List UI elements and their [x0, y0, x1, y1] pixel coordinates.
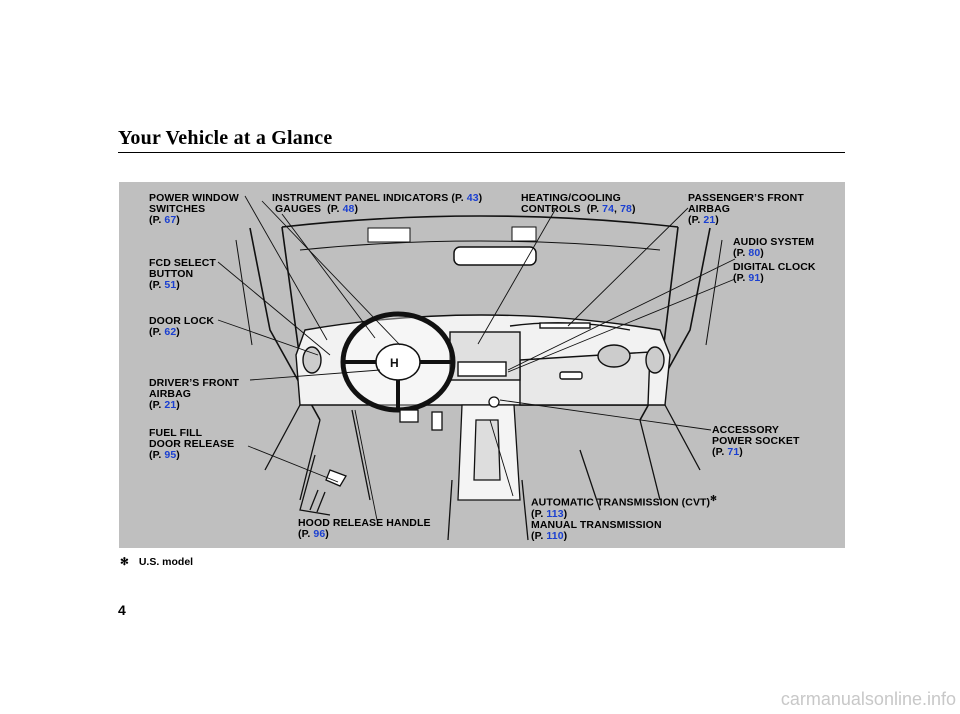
us-model-marker: ✻: [710, 494, 717, 503]
page-link[interactable]: 67: [164, 214, 177, 226]
title-rule: [118, 152, 845, 153]
callout-driver-airbag: DRIVER’S FRONT AIRBAG (P. 21): [149, 377, 240, 411]
callout-accessory-power-socket: ACCESSORY POWER SOCKET (P. 71): [712, 424, 800, 458]
callout-hood-release: HOOD RELEASE HANDLE (P. 96): [298, 517, 431, 540]
callout-label: DOOR RELEASE: [149, 438, 235, 450]
rearview-mirror: [453, 246, 537, 266]
callout-label: DRIVER’S FRONT: [149, 377, 240, 389]
callout-label: POWER SOCKET: [712, 435, 800, 447]
callout-label: HOOD RELEASE HANDLE: [298, 517, 431, 529]
callout-passenger-airbag: PASSENGER’S FRONT AIRBAG (P. 21): [688, 192, 804, 226]
page-link[interactable]: 91: [748, 272, 761, 284]
page-link[interactable]: 96: [313, 528, 326, 540]
callout-label: FUEL FILL: [149, 427, 203, 439]
callout-label: FCD SELECT: [149, 257, 216, 269]
callout-label: AUTOMATIC TRANSMISSION (CVT): [531, 496, 711, 509]
callout-label: DIGITAL CLOCK: [733, 261, 816, 273]
page-link[interactable]: 95: [164, 449, 177, 461]
page-link[interactable]: 43: [466, 192, 479, 204]
footnote: ✻ U.S. model: [120, 556, 193, 568]
page-link[interactable]: 62: [164, 326, 177, 338]
page-link[interactable]: 51: [164, 279, 177, 291]
callout-label: CONTROLS: [521, 203, 581, 215]
callout-label: AIRBAG: [149, 388, 192, 400]
page-link[interactable]: 71: [727, 446, 740, 458]
callout-label: ACCESSORY: [712, 424, 780, 436]
page-link[interactable]: 113: [546, 507, 564, 520]
footnote-text: U.S. model: [138, 556, 194, 568]
callout-label: DOOR LOCK: [149, 315, 215, 327]
callout-label: GAUGES: [275, 203, 322, 215]
page-link[interactable]: 74: [602, 203, 615, 215]
callout-fuel-fill-release: FUEL FILL DOOR RELEASE (P. 95): [149, 427, 235, 461]
callout-label: MANUAL TRANSMISSION: [531, 518, 662, 531]
page-link[interactable]: 21: [703, 214, 716, 226]
callout-label: PASSENGER’S FRONT: [688, 192, 804, 204]
callout-label: SWITCHES: [149, 203, 206, 215]
callout-heating-cooling: HEATING/COOLING CONTROLS (P. 74, 78): [521, 192, 636, 215]
callout-label: AUDIO SYSTEM: [733, 236, 815, 248]
page-link[interactable]: 80: [748, 247, 761, 259]
leader-lines: [217, 195, 736, 521]
callout-label: AIRBAG: [688, 203, 731, 215]
page-title: Your Vehicle at a Glance: [118, 127, 333, 149]
callout-door-lock: DOOR LOCK (P. 62): [149, 315, 215, 338]
footnote-symbol: ✻: [120, 556, 129, 568]
page-link[interactable]: 78: [620, 203, 632, 215]
callout-automatic-transmission: AUTOMATIC TRANSMISSION (CVT)✻ (P. 113) M…: [531, 494, 717, 542]
callout-label: HEATING/COOLING: [521, 192, 621, 204]
page-link[interactable]: 48: [342, 203, 355, 215]
callout-label: BUTTON: [149, 268, 194, 280]
callout-digital-clock: DIGITAL CLOCK (P. 91): [733, 261, 816, 284]
callout-label: POWER WINDOW: [149, 192, 239, 204]
page-link[interactable]: 110: [546, 529, 564, 542]
callout-label: INSTRUMENT PANEL INDICATORS: [272, 192, 449, 204]
watermark: carmanualsonline.info: [780, 689, 956, 709]
callout-audio-system: AUDIO SYSTEM (P. 80): [733, 236, 815, 259]
callout-fcd-select: FCD SELECT BUTTON (P. 51): [149, 257, 216, 291]
svg-text:H: H: [390, 356, 399, 370]
windshield-frame: [281, 215, 679, 228]
page-link[interactable]: 21: [164, 399, 177, 411]
callout-power-window-switches: POWER WINDOW SWITCHES (P. 67): [149, 192, 239, 226]
page-number: 4: [118, 602, 126, 618]
callout-instrument-panel: INSTRUMENT PANEL INDICATORS (P. 43) GAUG…: [272, 192, 483, 215]
